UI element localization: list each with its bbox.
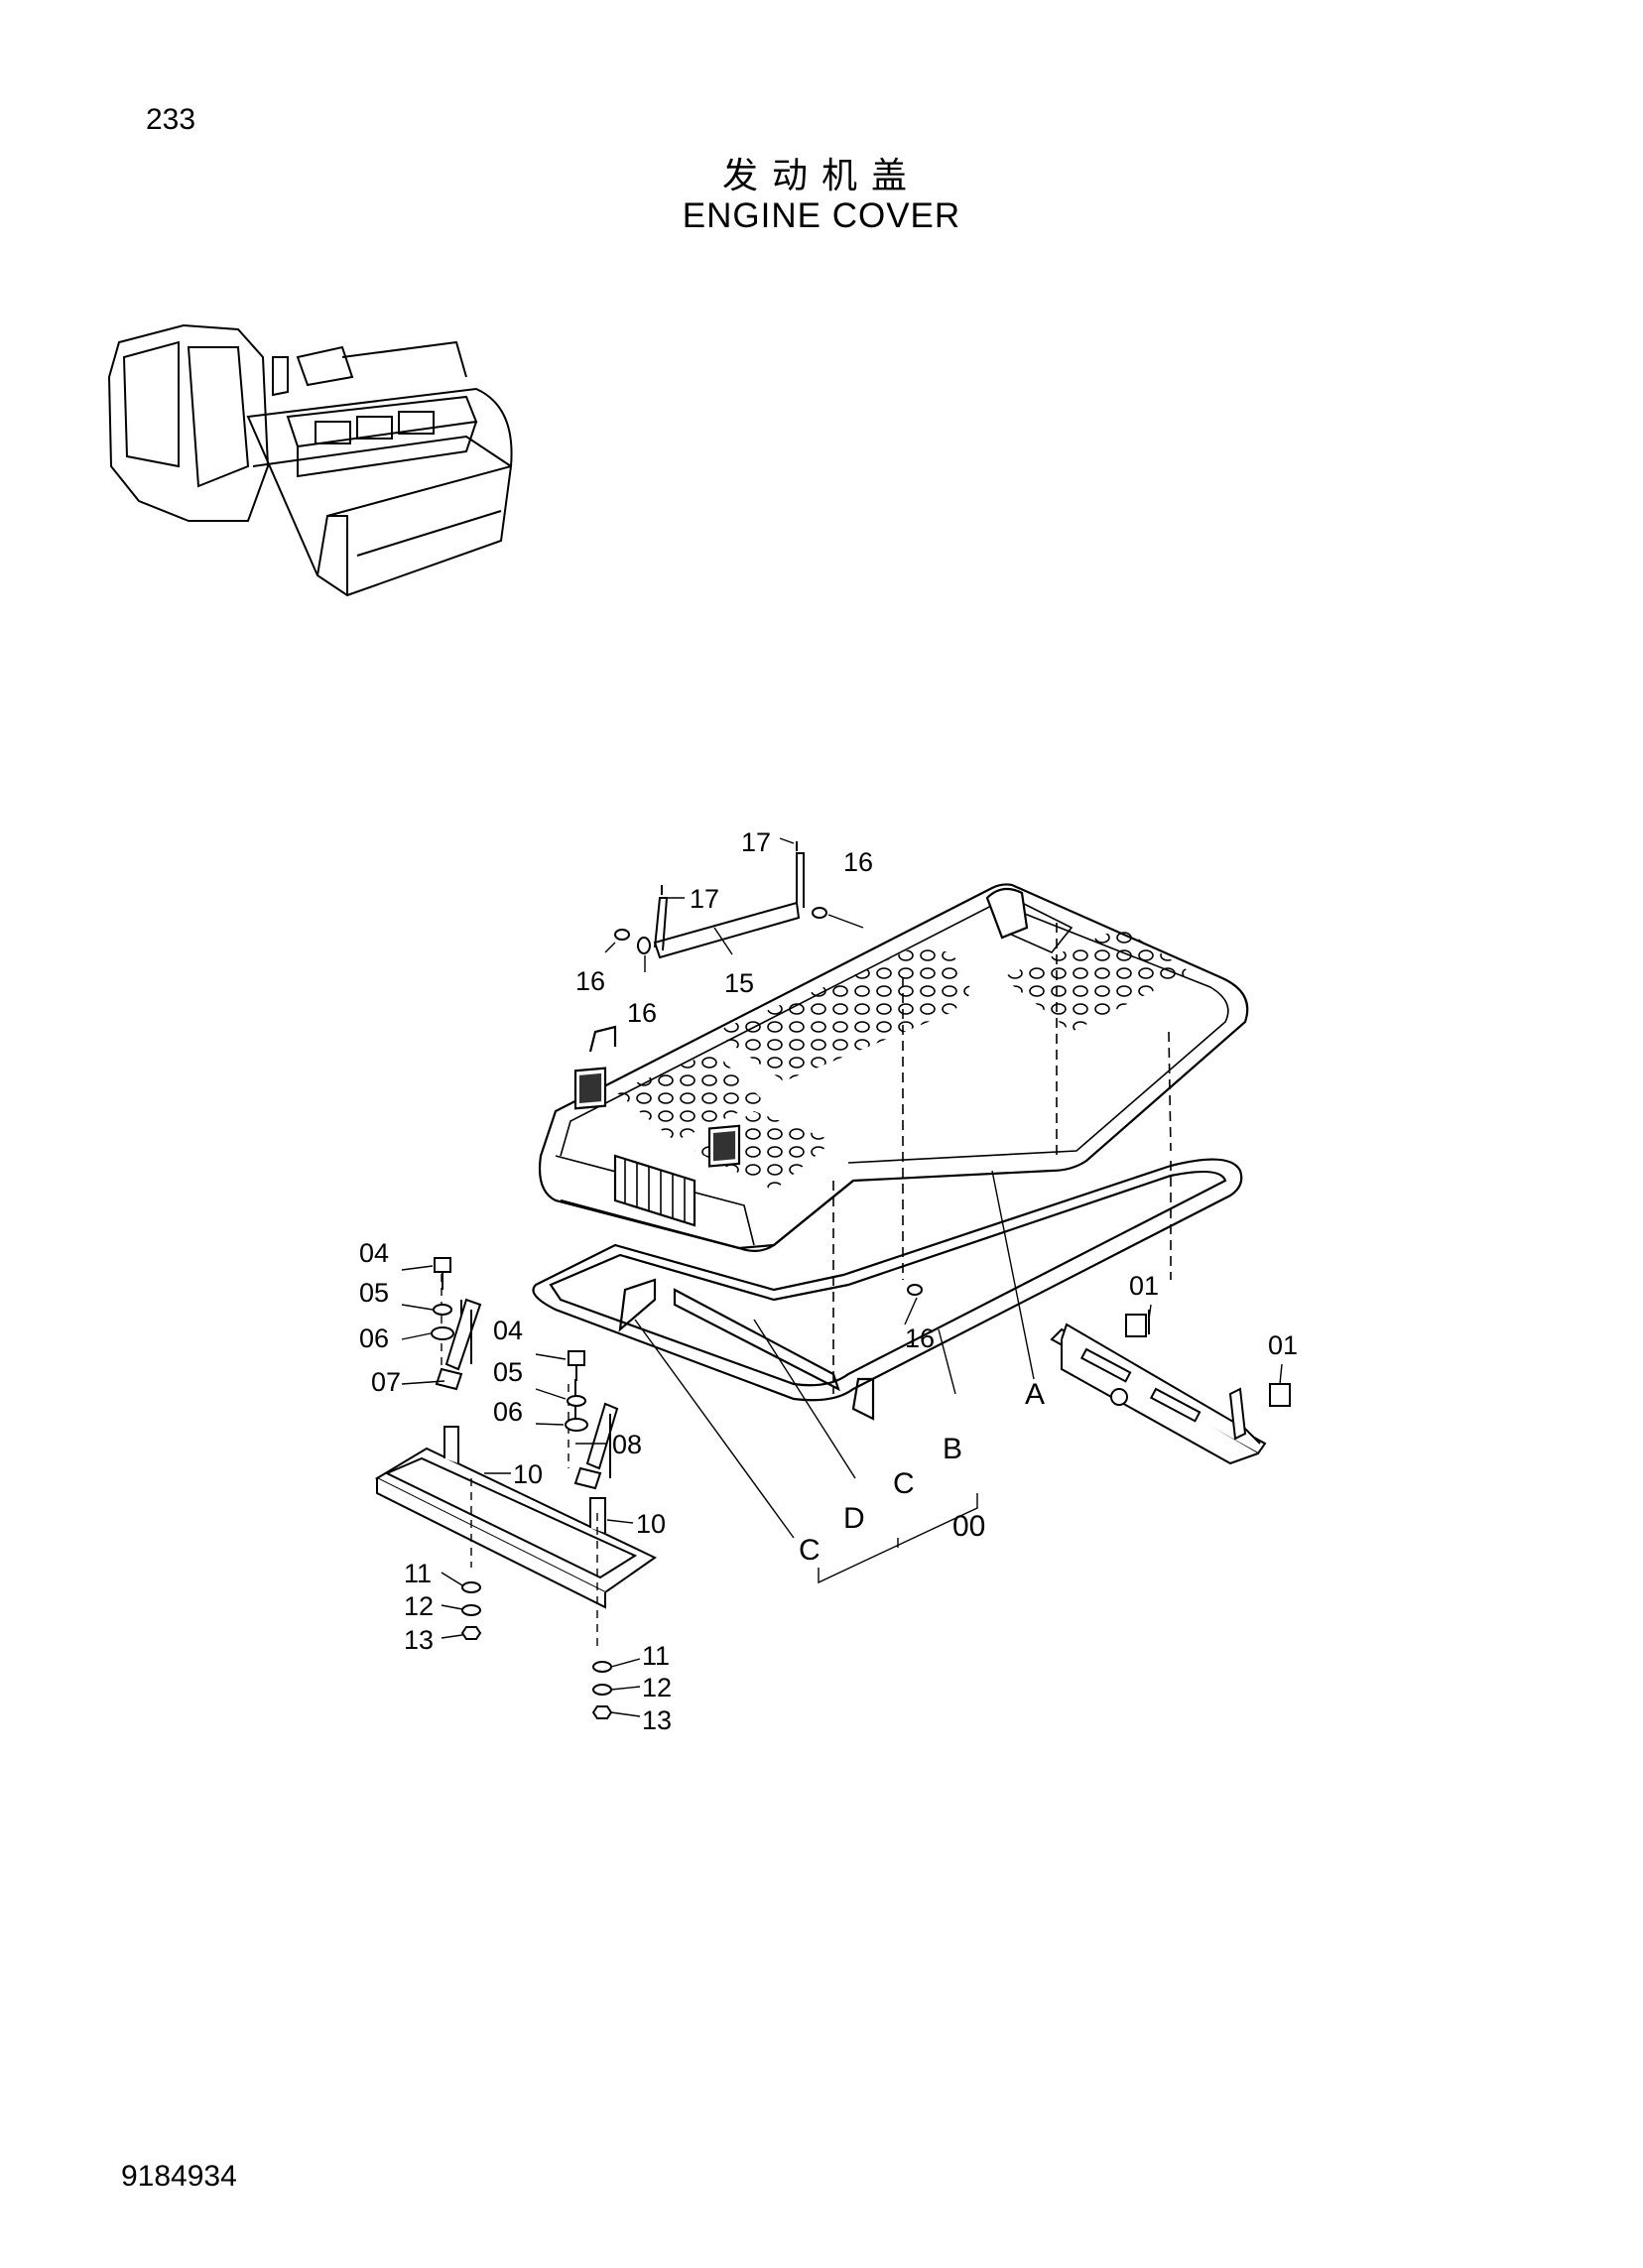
callout-11b: 11 <box>642 1641 670 1671</box>
callout-16c: 16 <box>627 998 657 1028</box>
right-hinge-bracket <box>1050 1310 1291 1465</box>
callout-17b: 17 <box>690 884 719 914</box>
leader-lines <box>401 1170 1283 1717</box>
callout-10a: 10 <box>513 1459 543 1489</box>
callout-06a: 06 <box>359 1323 389 1353</box>
callout-04a: 04 <box>359 1238 389 1268</box>
document-number: 9184934 <box>121 2160 237 2193</box>
excavator-locator-illustration <box>107 323 513 597</box>
latch-plate-assembly <box>374 1260 657 1647</box>
callout-11a: 11 <box>404 1559 432 1588</box>
page-number: 233 <box>146 103 196 136</box>
callout-04b: 04 <box>493 1316 523 1345</box>
callout-08: 08 <box>612 1430 642 1459</box>
callout-D: D <box>843 1502 865 1535</box>
callout-05a: 05 <box>359 1278 389 1308</box>
callout-10b: 10 <box>636 1509 666 1539</box>
callout-A: A <box>1025 1378 1045 1411</box>
callout-01b: 01 <box>1268 1330 1298 1360</box>
callout-17a: 17 <box>741 827 771 857</box>
callout-06b: 06 <box>493 1397 523 1427</box>
callout-16d: 16 <box>905 1323 935 1353</box>
callout-13a: 13 <box>404 1625 434 1655</box>
callout-C-left: C <box>799 1534 821 1567</box>
title-english: ENGINE COVER <box>682 196 961 235</box>
callout-B: B <box>943 1433 962 1465</box>
callout-16a: 16 <box>843 847 873 877</box>
engine-cover <box>538 883 1249 1252</box>
title-chinese: 发动机盖 <box>721 156 921 196</box>
callout-16b: 16 <box>575 966 605 996</box>
callout-00: 00 <box>952 1510 985 1543</box>
rod-assembly <box>604 837 864 972</box>
callout-07: 07 <box>371 1367 401 1397</box>
fasteners <box>431 1257 923 1719</box>
callout-13b: 13 <box>642 1705 672 1735</box>
callout-12a: 12 <box>404 1591 434 1621</box>
seal-frame <box>532 923 1243 1421</box>
callout-15: 15 <box>724 968 754 998</box>
callout-12b: 12 <box>642 1673 672 1702</box>
callout-01a: 01 <box>1129 1271 1159 1301</box>
callout-labels: 17 17 16 16 16 16 15 04 05 06 07 04 05 0… <box>359 827 1298 1735</box>
callout-C-right: C <box>893 1467 915 1500</box>
callout-05b: 05 <box>493 1357 523 1387</box>
